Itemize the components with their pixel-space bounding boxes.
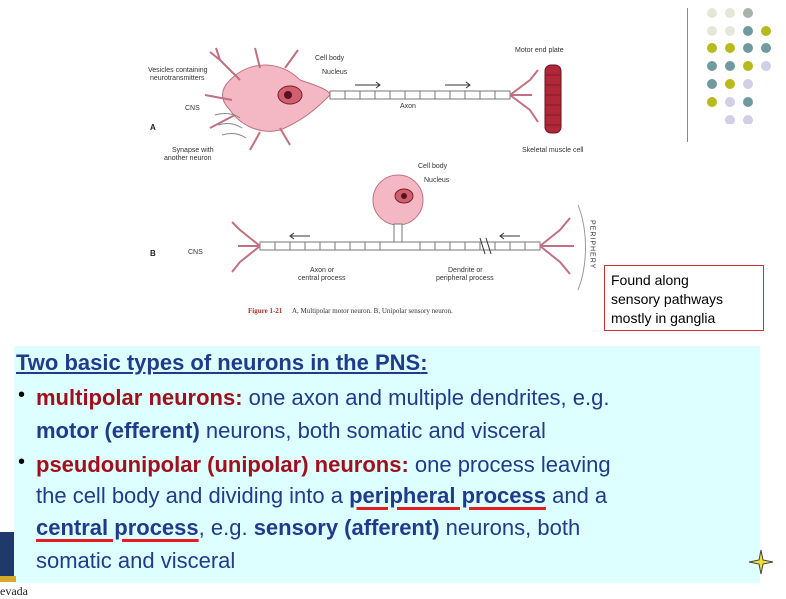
note-line-3: mostly in ganglia — [611, 310, 716, 326]
label-cell-body-b: Cell body — [418, 163, 448, 170]
bullet-2-line-3: central process, e.g. sensory (afferent)… — [36, 515, 580, 541]
bullet-2-line-2: the cell body and dividing into a periph… — [36, 483, 607, 509]
label-axon-central-2: central process — [298, 275, 346, 282]
content-panel — [14, 346, 760, 583]
pseudounipolar-text-5: neurons, both — [439, 515, 581, 540]
dot-row-6 — [707, 97, 753, 107]
label-dendrite: Dendrite or — [448, 267, 483, 274]
note-line-2: sensory pathways — [611, 291, 724, 307]
figure-caption-text: A, Multipolar motor neuron. B, Unipolar … — [292, 307, 453, 315]
label-axon-central: Axon or — [310, 267, 335, 274]
pseudounipolar-text-4: , e.g. — [198, 515, 254, 540]
pseudounipolar-text-2: the cell body and dividing into a — [36, 483, 350, 508]
dot-row-5 — [707, 79, 753, 89]
unipolar-neuron-illustration — [231, 174, 586, 291]
bullet-1-line-1: multipolar neurons: one axon and multipl… — [36, 385, 609, 411]
note-line-1: Found along — [611, 272, 689, 288]
university-logo — [0, 532, 16, 582]
neuron-figure: Vesicles containing neurotransmitters CN… — [148, 47, 596, 315]
label-cell-body-a: Cell body — [315, 55, 345, 62]
label-nucleus-a: Nucleus — [322, 69, 348, 76]
motor-term: motor (efferent) — [36, 418, 200, 443]
label-cns-b: CNS — [188, 249, 203, 256]
content-heading: Two basic types of neurons in the PNS: — [16, 350, 428, 376]
label-axon: Axon — [400, 103, 416, 110]
multipolar-term: multipolar neurons: — [36, 385, 243, 410]
peripheral-process-term: peripheral process — [349, 483, 546, 508]
decorative-dot-grid — [707, 8, 771, 124]
label-motor-end-plate: Motor end plate — [515, 47, 564, 54]
label-dendrite-2: peripheral process — [436, 275, 494, 282]
label-vesicles: Vesicles containing — [148, 67, 208, 74]
bullet-1-dot: • — [18, 384, 26, 406]
figure-caption-number: Figure 1-21 — [248, 307, 283, 315]
pseudounipolar-text-3: and a — [545, 483, 608, 508]
bullet-2-line-4: somatic and visceral — [36, 548, 236, 573]
label-synapse: Synapse with — [172, 147, 214, 154]
multipolar-neuron-illustration — [204, 47, 562, 151]
label-vesicles-2: neurotransmitters — [150, 75, 205, 82]
label-periphery: PERIPHERY — [589, 220, 596, 269]
dot-row-4 — [707, 61, 771, 71]
label-b: B — [150, 249, 156, 258]
multipolar-text-2: neurons, both somatic and visceral — [199, 418, 546, 443]
label-nucleus-b: Nucleus — [424, 177, 450, 184]
central-process-term: central process — [36, 515, 199, 540]
star-icon — [748, 549, 774, 575]
label-synapse-2: another neuron — [164, 155, 212, 162]
logo-text: evada — [0, 584, 28, 598]
heading-text: Two basic types of neurons in the PNS — [16, 350, 421, 375]
dot-row-3 — [707, 43, 771, 53]
dot-row-7 — [725, 115, 753, 124]
dot-row-1 — [707, 8, 753, 18]
label-skeletal-muscle: Skeletal muscle cell — [522, 147, 584, 154]
note-box: Found along sensory pathways mostly in g… — [604, 265, 764, 331]
bullet-2-line-1: pseudounipolar (unipolar) neurons: one p… — [36, 452, 611, 478]
heading-colon: : — [420, 350, 428, 375]
bullet-1-line-2: motor (efferent) neurons, both somatic a… — [36, 418, 546, 444]
vertical-divider — [687, 8, 688, 142]
pseudounipolar-term: pseudounipolar (unipolar) neurons: — [36, 452, 409, 477]
dot-row-2 — [707, 26, 771, 36]
pseudounipolar-text-1: one process leaving — [408, 452, 611, 477]
sensory-term: sensory (afferent) — [253, 515, 440, 540]
label-cns-a: CNS — [185, 105, 200, 112]
label-a: A — [150, 123, 156, 132]
bullet-2-dot: • — [18, 451, 26, 473]
multipolar-text-1: one axon and multiple dendrites, e.g. — [242, 385, 610, 410]
